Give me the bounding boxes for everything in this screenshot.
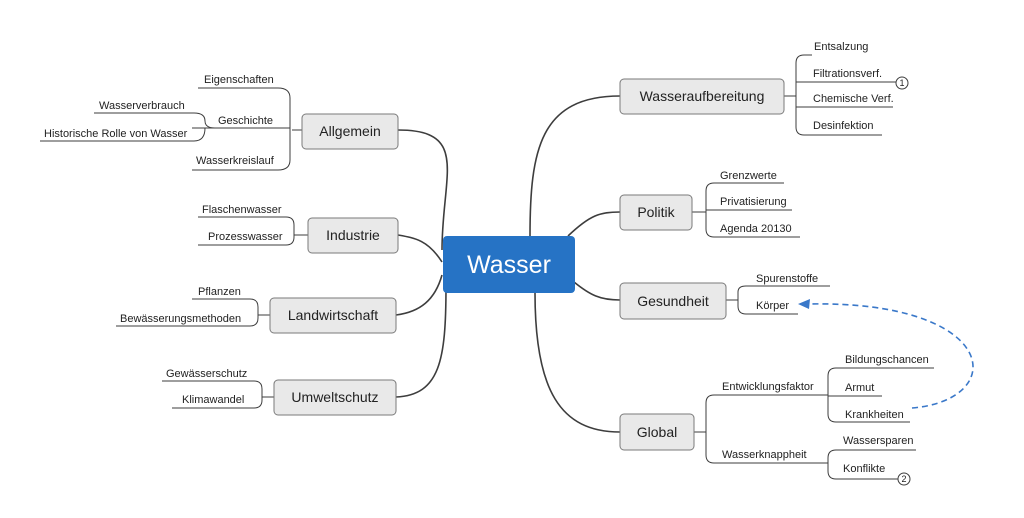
landwirtschaft-bracket [116, 298, 270, 327]
leaf-eigenschaften[interactable]: Eigenschaften [204, 74, 274, 86]
leaf-grenzwerte[interactable]: Grenzwerte [720, 170, 777, 182]
leaf-spurenstoffe[interactable]: Spurenstoffe [756, 273, 818, 285]
connector-gesundheit [573, 281, 621, 301]
politik-bracket [692, 182, 800, 238]
global-bracket [694, 394, 816, 464]
leaf-pflanzen[interactable]: Pflanzen [198, 286, 241, 298]
leaf-historische-rolle[interactable]: Historische Rolle von Wasser [44, 128, 188, 140]
leaf-wasserkreislauf[interactable]: Wasserkreislauf [196, 155, 275, 167]
geschichte-line [40, 112, 280, 142]
branch-allgemein-label: Allgemein [319, 123, 380, 139]
branch-wasseraufbereitung[interactable] [619, 78, 785, 115]
branch-umweltschutz-label: Umweltschutz [291, 389, 378, 405]
connector-allgemein [397, 129, 449, 251]
badge-2-label: 2 [901, 474, 906, 484]
leaf-koerper[interactable]: Körper [756, 300, 789, 312]
leaf-privatisierung[interactable]: Privatisierung [720, 196, 787, 208]
leaf-klimawandel[interactable]: Klimawandel [182, 394, 244, 406]
leaf-krankheiten[interactable]: Krankheiten [845, 409, 904, 421]
leaf-chemisch[interactable]: Chemische Verf. [813, 93, 894, 105]
branch-industrie-label: Industrie [326, 227, 380, 243]
relation-arrowhead [798, 299, 810, 309]
leaf-filtration[interactable]: Filtrationsverf. [813, 68, 882, 80]
branch-politik[interactable] [619, 194, 693, 231]
leaf-wasserverbrauch[interactable]: Wasserverbrauch [99, 100, 185, 112]
leaf-entwicklungsfaktor[interactable]: Entwicklungsfaktor [722, 381, 814, 393]
center-label: Wasser [467, 251, 551, 279]
branch-politik-label: Politik [637, 204, 675, 220]
branch-landwirtschaft-label: Landwirtschaft [288, 307, 378, 323]
branch-umweltschutz[interactable] [273, 379, 397, 416]
connector-wasseraufbereitung [529, 95, 621, 237]
leaf-agenda[interactable]: Agenda 20130 [720, 223, 792, 235]
allgemein-bracket [192, 87, 302, 171]
leaf-wassersparen[interactable]: Wassersparen [843, 435, 914, 447]
branch-global-label: Global [637, 424, 677, 440]
connector-umweltschutz [395, 285, 447, 398]
badge-1-label: 1 [899, 78, 904, 88]
gesundheit-bracket [726, 285, 830, 315]
leaf-gewaesserschutz[interactable]: Gewässerschutz [166, 368, 247, 380]
connector-industrie [397, 234, 443, 263]
umweltschutz-bracket [162, 380, 274, 409]
wasseraufbereitung-bracket [784, 54, 893, 136]
branch-industrie[interactable] [307, 217, 399, 254]
connector-global [534, 292, 621, 433]
entwicklung-bracket [816, 367, 934, 423]
leaf-bildungschancen[interactable]: Bildungschancen [845, 354, 929, 366]
leaf-wasserknappheit[interactable]: Wasserknappheit [722, 449, 807, 461]
leaf-prozesswasser[interactable]: Prozesswasser [208, 231, 283, 243]
industrie-bracket [198, 216, 308, 246]
branch-global[interactable] [619, 413, 695, 451]
leaf-konflikte[interactable]: Konflikte [843, 463, 885, 475]
center-node[interactable] [443, 236, 575, 293]
branch-gesundheit-label: Gesundheit [637, 293, 709, 309]
connector-landwirtschaft [395, 274, 443, 316]
leaf-flaschenwasser[interactable]: Flaschenwasser [202, 204, 282, 216]
leaf-entsalzung[interactable]: Entsalzung [814, 41, 868, 53]
branch-wasseraufbereitung-label: Wasseraufbereitung [640, 88, 765, 104]
connector-politik [567, 211, 621, 237]
branch-gesundheit[interactable] [619, 282, 727, 320]
badge-1-icon [895, 76, 909, 90]
leaf-geschichte[interactable]: Geschichte [218, 115, 273, 127]
leaf-bewaesserung[interactable]: Bewässerungsmethoden [120, 313, 241, 325]
knappheit-bracket [816, 449, 916, 480]
badge-2-icon [897, 472, 911, 486]
branch-landwirtschaft[interactable] [269, 297, 397, 334]
leaf-desinfektion[interactable]: Desinfektion [813, 120, 874, 132]
branch-allgemein[interactable] [301, 113, 399, 150]
leaf-armut[interactable]: Armut [845, 382, 874, 394]
relation-line [807, 303, 974, 409]
